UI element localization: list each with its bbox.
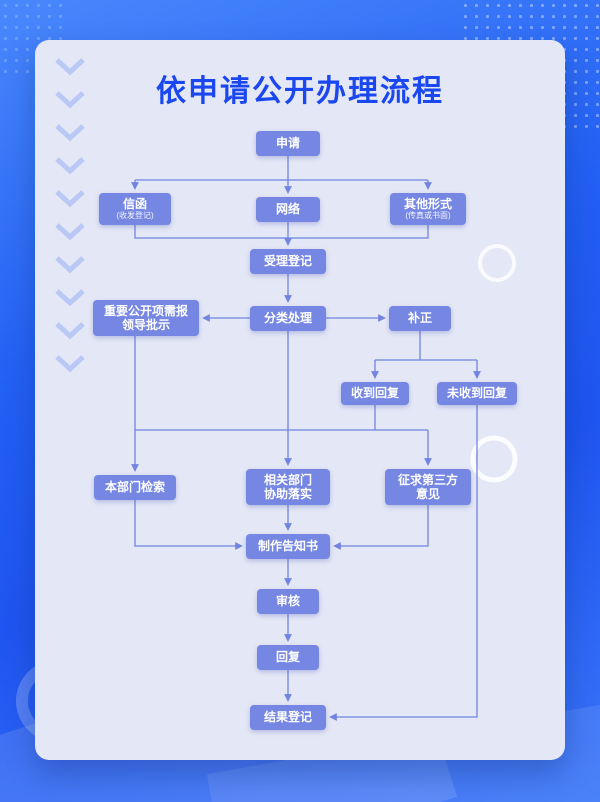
flow-node-third-party: 征求第三方 意见 bbox=[385, 469, 471, 505]
flow-node-letter: 信函 (收发登记) bbox=[99, 193, 171, 225]
flow-node-reply-not-received: 未收到回复 bbox=[437, 382, 517, 405]
chevron-pattern bbox=[55, 58, 85, 373]
flow-node-apply: 申请 bbox=[256, 131, 320, 156]
flow-node-dept-assist: 相关部门 协助落实 bbox=[246, 469, 330, 505]
flow-node-reply-received: 收到回复 bbox=[341, 382, 409, 405]
flow-node-review: 审核 bbox=[257, 589, 319, 614]
flow-node-accept-register: 受理登记 bbox=[250, 249, 326, 274]
flow-node-other-form: 其他形式 (传真或书面) bbox=[390, 193, 466, 225]
flow-node-classify: 分类处理 bbox=[250, 306, 326, 331]
page-title: 依申请公开办理流程 bbox=[156, 75, 444, 108]
flow-node-dept-search: 本部门检索 bbox=[94, 475, 176, 500]
flow-node-make-notice: 制作告知书 bbox=[246, 534, 330, 559]
flow-node-network: 网络 bbox=[256, 197, 320, 222]
flow-node-important-item: 重要公开项需报 领导批示 bbox=[93, 300, 199, 336]
flow-node-supplement: 补正 bbox=[389, 306, 451, 331]
flow-node-result-register: 结果登记 bbox=[250, 705, 326, 730]
ring-decoration-right-lower bbox=[470, 435, 518, 483]
ring-decoration-right-upper bbox=[478, 244, 516, 282]
flow-node-reply: 回复 bbox=[257, 645, 319, 670]
